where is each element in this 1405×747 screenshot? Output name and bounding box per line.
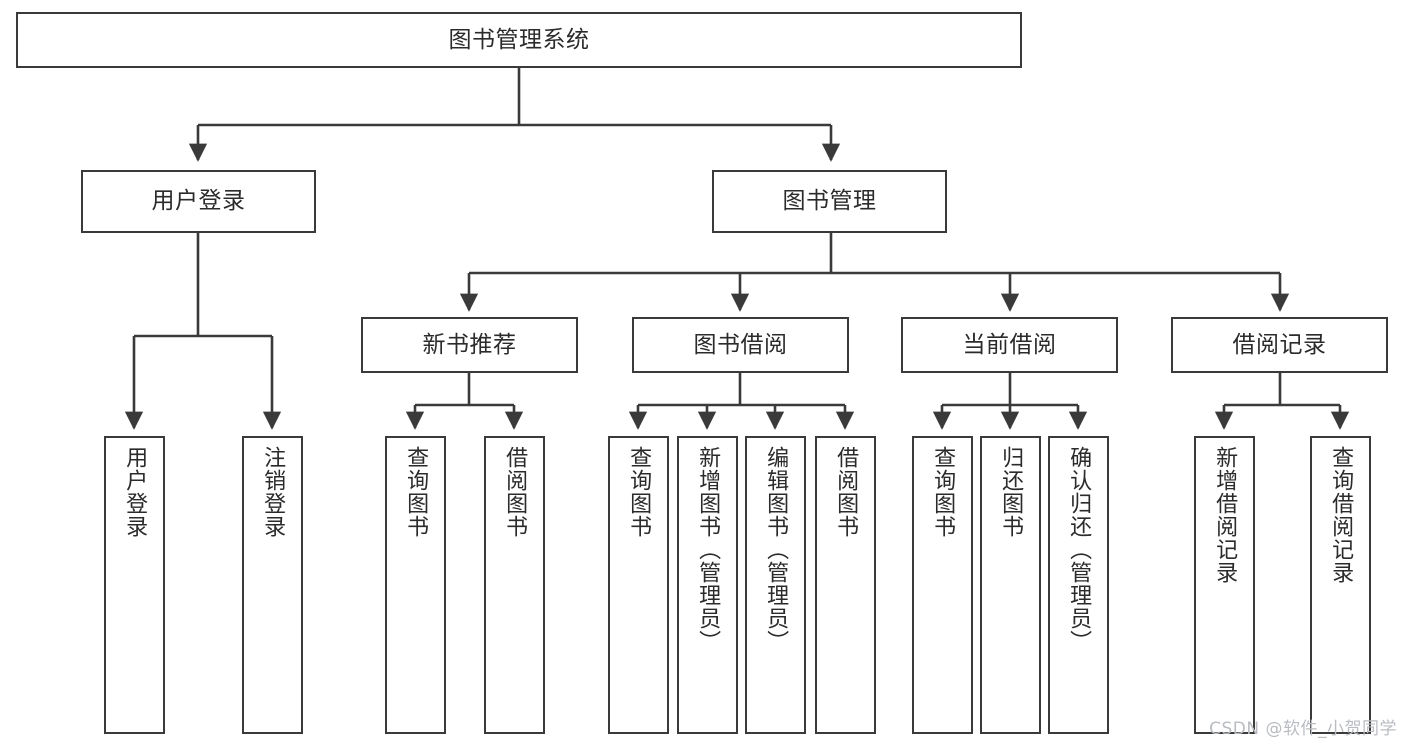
node-leaf-query-book-2[interactable]: 查询图书 [608, 436, 669, 734]
node-leaf-edit-book[interactable]: 编辑图书（管理员） [745, 436, 806, 734]
node-leaf-confirm-return[interactable]: 确认归还（管理员） [1048, 436, 1109, 734]
node-user-login-label: 用户登录 [151, 188, 246, 215]
node-leaf-query-book-3-label: 查询图书 [930, 446, 956, 538]
node-leaf-borrow-book-1-label: 借阅图书 [502, 446, 528, 538]
node-leaf-logout-label: 注销登录 [260, 446, 286, 538]
node-leaf-return-book-label: 归还图书 [998, 446, 1024, 538]
node-leaf-query-book-1-label: 查询图书 [403, 446, 429, 538]
node-root-system[interactable]: 图书管理系统 [16, 12, 1022, 68]
node-leaf-query-book-1[interactable]: 查询图书 [385, 436, 446, 734]
node-user-login[interactable]: 用户登录 [81, 170, 316, 233]
node-leaf-query-book-3[interactable]: 查询图书 [912, 436, 973, 734]
node-leaf-add-borrow-record[interactable]: 新增借阅记录 [1194, 436, 1255, 734]
node-new-book-recommendation-label: 新书推荐 [422, 331, 517, 358]
node-leaf-add-book[interactable]: 新增图书（管理员） [677, 436, 738, 734]
node-current-borrow-label: 当前借阅 [962, 331, 1057, 358]
node-leaf-return-book[interactable]: 归还图书 [980, 436, 1041, 734]
node-book-borrow[interactable]: 图书借阅 [632, 317, 849, 373]
node-new-book-recommendation[interactable]: 新书推荐 [361, 317, 578, 373]
node-book-borrow-label: 图书借阅 [693, 331, 788, 358]
node-book-management[interactable]: 图书管理 [712, 170, 947, 233]
node-leaf-user-login-label: 用户登录 [122, 446, 148, 538]
node-leaf-query-book-2-label: 查询图书 [626, 446, 652, 538]
node-leaf-confirm-return-label: 确认归还（管理员） [1066, 446, 1092, 653]
node-leaf-borrow-book-1[interactable]: 借阅图书 [484, 436, 545, 734]
node-leaf-query-borrow-record[interactable]: 查询借阅记录 [1310, 436, 1371, 734]
node-book-management-label: 图书管理 [782, 188, 877, 215]
node-leaf-add-book-label: 新增图书（管理员） [695, 446, 721, 653]
node-current-borrow[interactable]: 当前借阅 [901, 317, 1118, 373]
node-borrow-record-label: 借阅记录 [1232, 331, 1327, 358]
node-root-system-label: 图书管理系统 [448, 26, 590, 53]
csdn-watermark: CSDN @软件_小贺同学 [1209, 719, 1397, 739]
node-leaf-logout[interactable]: 注销登录 [242, 436, 303, 734]
node-leaf-edit-book-label: 编辑图书（管理员） [763, 446, 789, 653]
node-leaf-query-borrow-record-label: 查询借阅记录 [1328, 446, 1354, 584]
node-leaf-user-login[interactable]: 用户登录 [104, 436, 165, 734]
node-leaf-add-borrow-record-label: 新增借阅记录 [1212, 446, 1238, 584]
node-leaf-borrow-book-2-label: 借阅图书 [833, 446, 859, 538]
node-borrow-record[interactable]: 借阅记录 [1171, 317, 1388, 373]
node-leaf-borrow-book-2[interactable]: 借阅图书 [815, 436, 876, 734]
